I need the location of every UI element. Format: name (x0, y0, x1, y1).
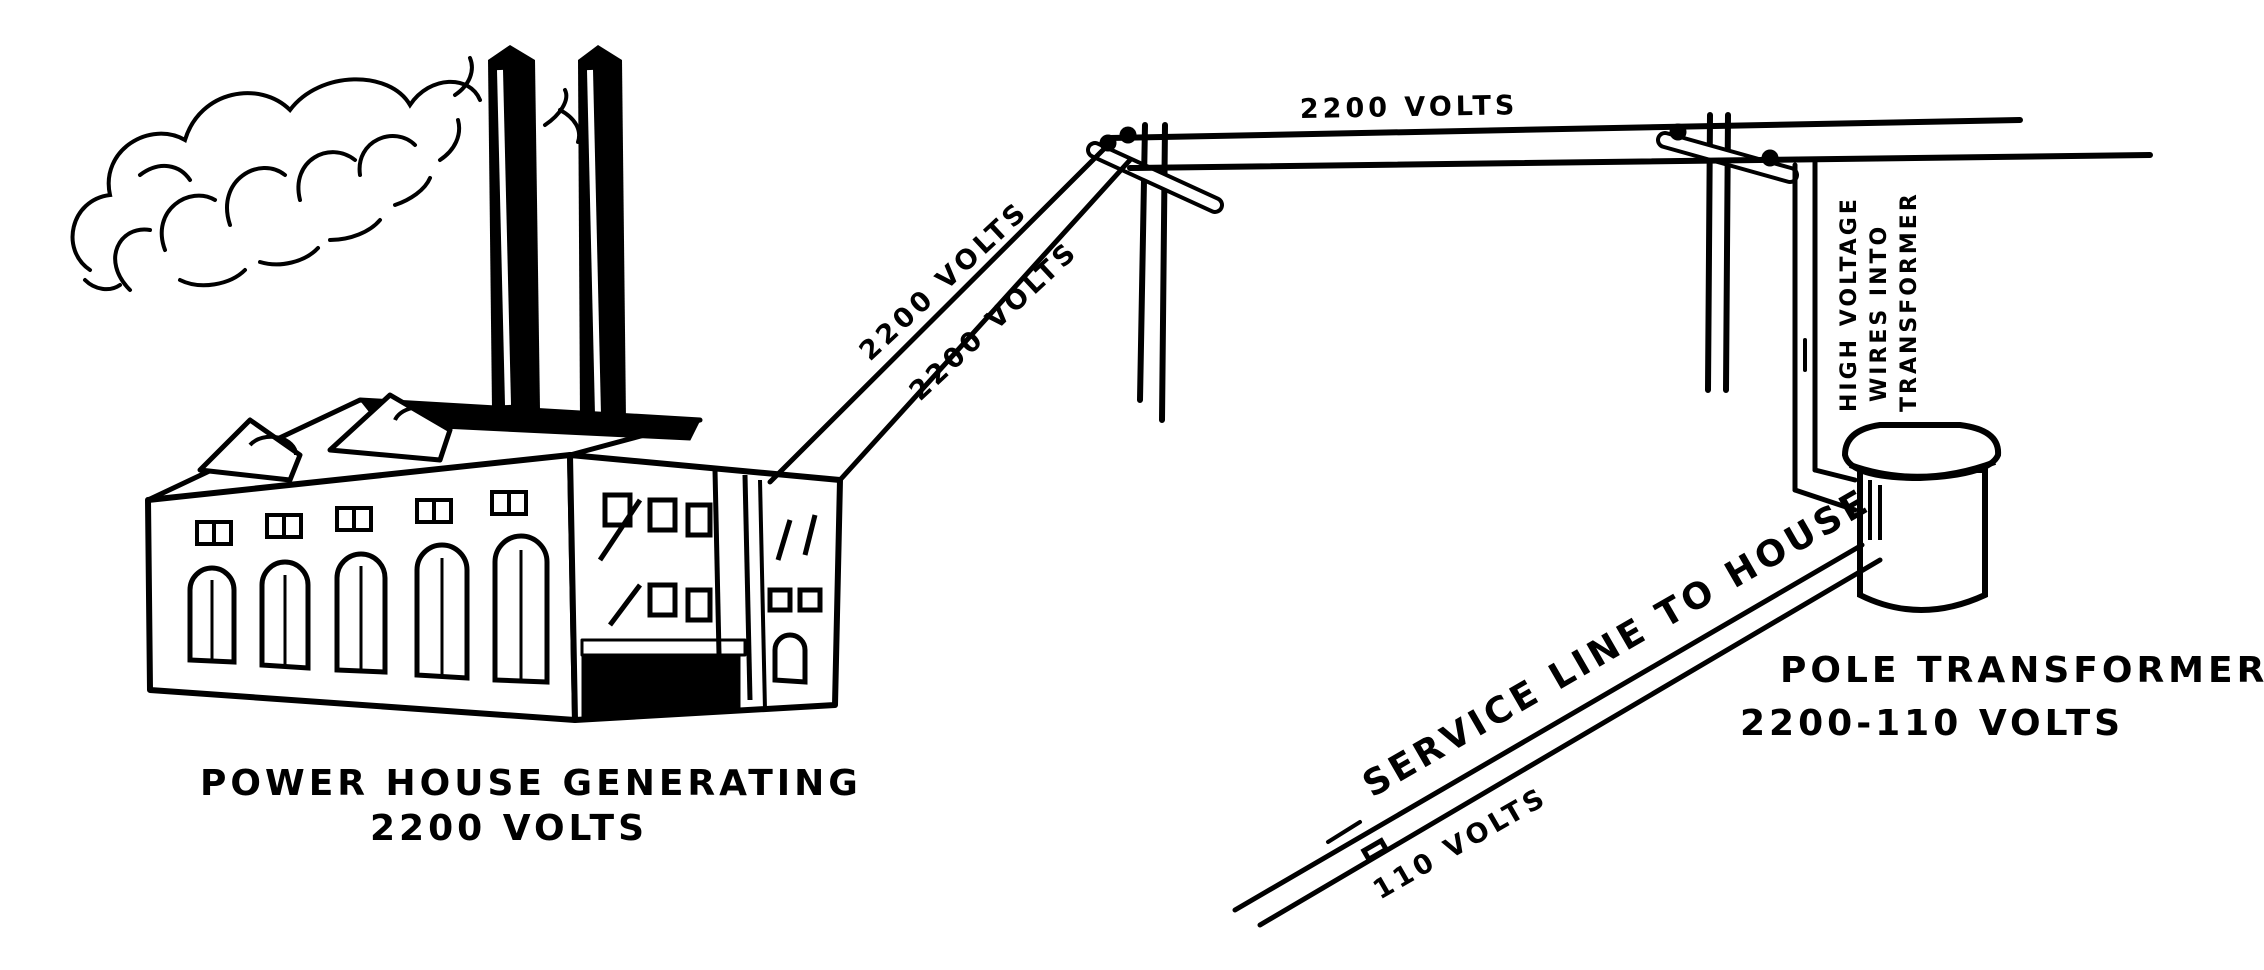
high-voltage-label-line2: WIRES INTO (1867, 224, 1892, 402)
diag-volts-label-1: 2200 VOLTS (854, 195, 1035, 367)
high-voltage-label-line3: TRANSFORMER (1897, 191, 1922, 412)
arched-windows (187, 533, 550, 685)
top-line-volts-label: 2200 VOLTS (1300, 90, 1519, 125)
smoke-cloud (70, 56, 581, 292)
upper-windows (195, 490, 528, 546)
pole-transformer (1841, 422, 2002, 613)
high-voltage-wires (767, 117, 2153, 513)
high-voltage-label-line1: HIGH VOLTAGE (1837, 196, 1862, 412)
side-windows (597, 492, 823, 685)
service-line-wires (1232, 542, 1883, 928)
chimneys (488, 45, 626, 420)
power-house-label-line2: 2200 VOLTS (370, 808, 648, 849)
pole-transformer-volts-label: 2200-110 VOLTS (1740, 703, 2124, 744)
utility-pole-left (1086, 122, 1224, 423)
pole-transformer-label: POLE TRANSFORMER (1780, 650, 2264, 691)
power-house-label-line1: POWER HOUSE GENERATING (200, 763, 862, 804)
utility-pole-right (1656, 112, 1799, 393)
service-line-label: SERVICE LINE TO HOUSE (1356, 481, 1878, 806)
